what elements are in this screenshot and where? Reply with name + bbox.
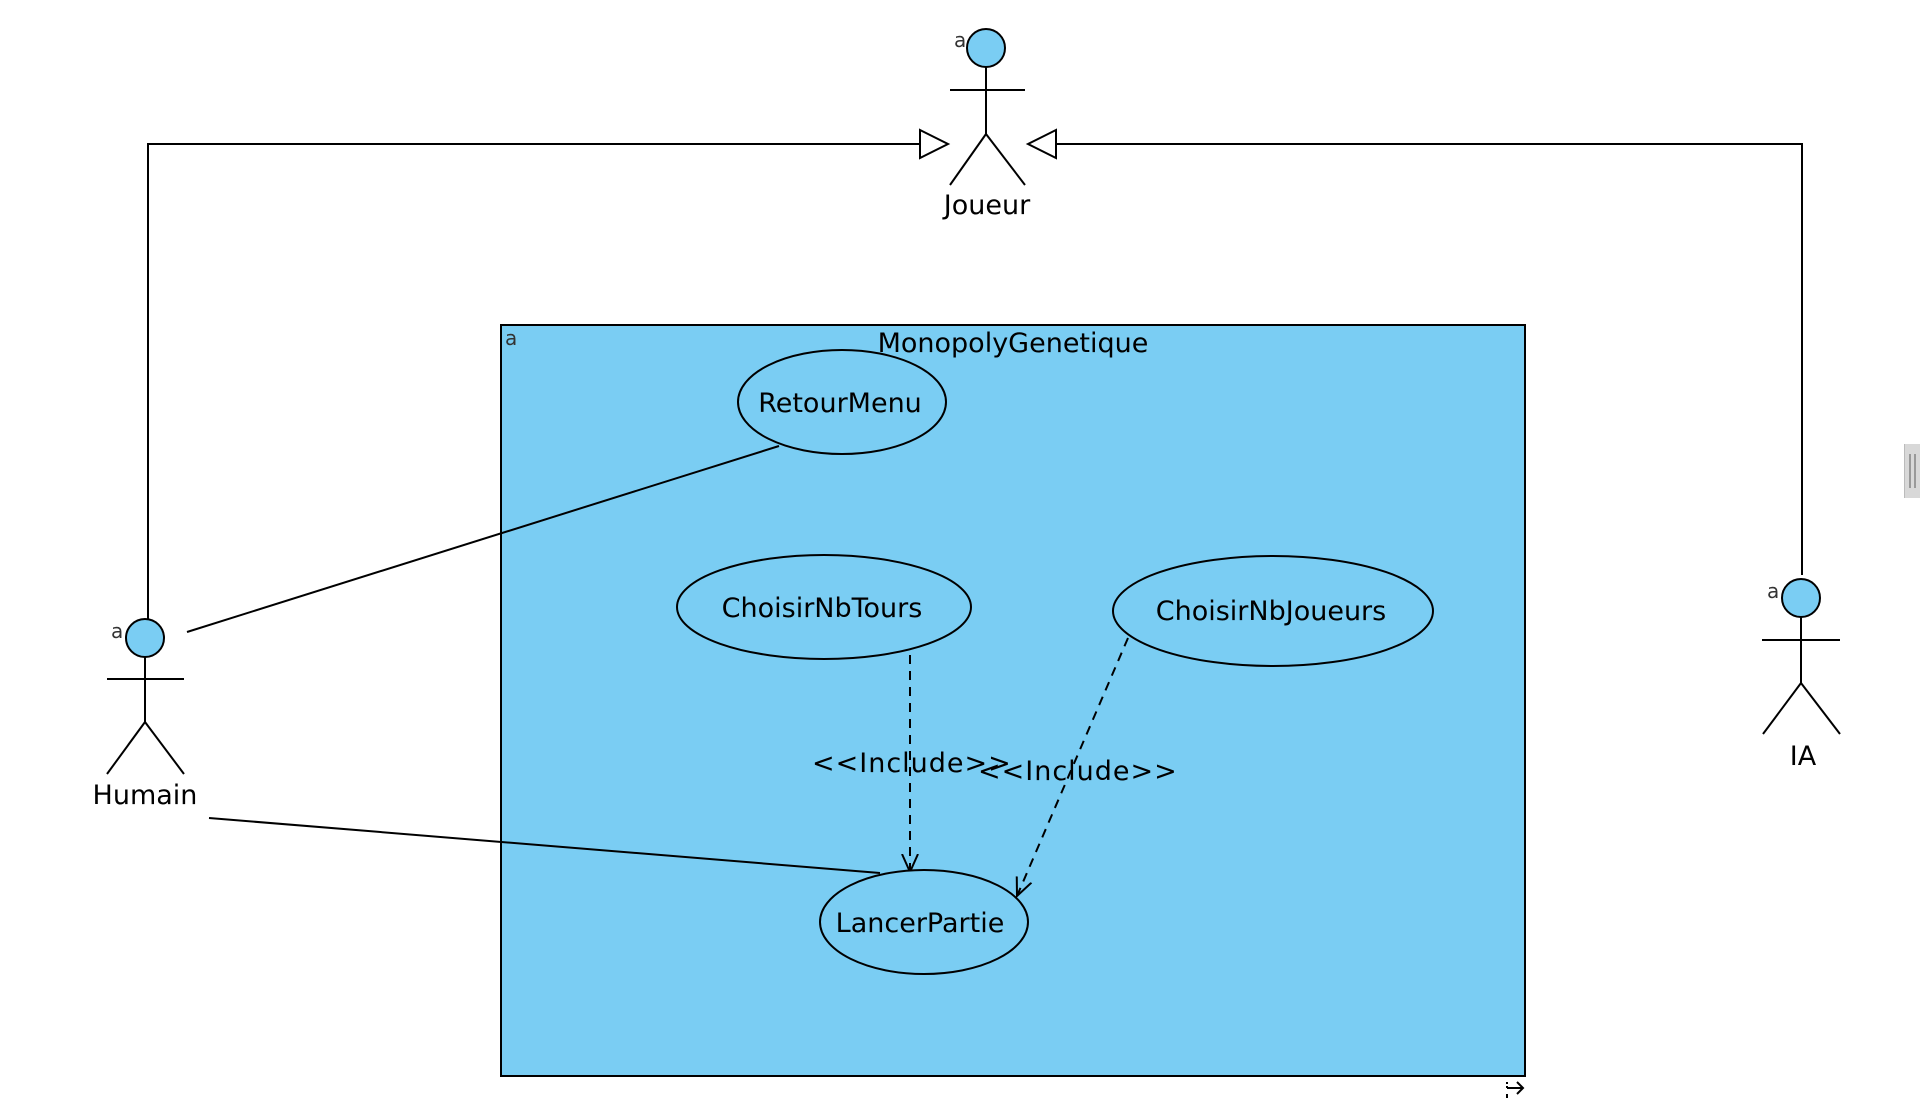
system-badge: a [505,326,517,350]
generalization-humain-joueur[interactable] [147,128,951,620]
actor-humain[interactable]: a Humain [93,618,198,811]
actor-badge: a [954,28,966,52]
association-humain-retourmenu[interactable] [186,445,780,633]
use-case-label: LancerPartie [836,908,1005,939]
use-case-label: ChoisirNbJoueurs [1156,596,1386,627]
system-boundary[interactable]: a MonopolyGenetique [500,324,1526,1077]
use-case-choisirnbjoueurs[interactable]: ChoisirNbJoueurs [1112,555,1434,667]
use-case-lancerpartie[interactable]: LancerPartie [819,869,1029,975]
actor-label: IA [1790,741,1817,772]
use-case-label: RetourMenu [758,388,922,419]
include-label-2: <<Include>> [978,756,1178,787]
splitter-handle[interactable] [1904,444,1920,498]
system-title: MonopolyGenetique [878,328,1149,359]
association-humain-lancerpartie[interactable] [208,817,881,874]
actor-ia[interactable]: a IA [1762,578,1841,772]
resize-handle-icon[interactable] [1506,1081,1525,1098]
actor-badge: a [1767,579,1779,603]
use-case-retourmenu[interactable]: RetourMenu [737,349,947,455]
actor-badge: a [111,619,123,643]
use-case-label: ChoisirNbTours [722,593,923,624]
generalization-ia-joueur[interactable] [1025,128,1803,575]
use-case-choisirnbtours[interactable]: ChoisirNbTours [676,554,972,660]
actor-joueur[interactable]: a Joueur [942,28,1031,221]
actor-label: Humain [93,780,198,811]
include-label-1: <<Include>> [812,748,1012,779]
actor-label: Joueur [942,190,1031,221]
